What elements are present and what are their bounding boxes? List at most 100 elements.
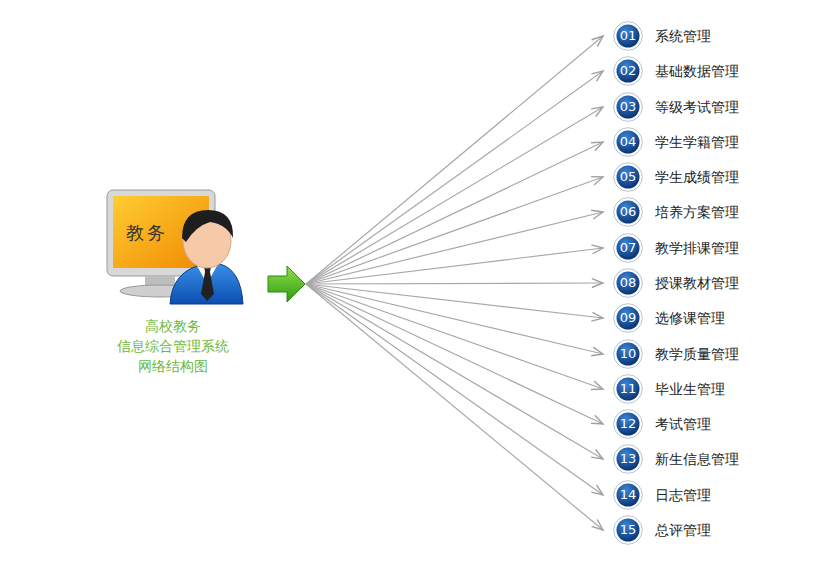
arrow-head (591, 71, 603, 81)
arrow-head (591, 312, 603, 321)
module-item: 03 等级考试管理 (613, 92, 743, 122)
callout-number: 15 (613, 515, 643, 545)
arrow-line (306, 71, 603, 284)
arrow-line (306, 36, 603, 284)
arrow-head (592, 279, 603, 288)
module-item: 11 毕业生管理 (613, 374, 729, 404)
arrow-line (306, 142, 603, 284)
module-item: 15总评管理 (613, 515, 715, 545)
callout-number: 01 (613, 21, 643, 51)
callout-text: 02 (613, 56, 643, 86)
callout-number: 04 (613, 127, 643, 157)
callout-number: 07 (613, 233, 643, 263)
fan-arrow (306, 284, 603, 495)
callout-number: 02 (613, 56, 643, 86)
arrow-line (306, 284, 603, 459)
module-label: 日志管理 (655, 480, 711, 510)
person-hair (182, 210, 233, 242)
callout-text: 06 (613, 197, 643, 227)
callout-number: 11 (613, 374, 643, 404)
module-item: 06 培养方案管理 (613, 197, 743, 227)
fan-arrow (306, 284, 603, 356)
arrow-head (591, 347, 603, 356)
callout-number: 05 (613, 162, 643, 192)
module-label: 基础数据管理 (655, 56, 739, 86)
green-arrow (268, 266, 305, 302)
fan-arrow (306, 36, 603, 284)
arrow-line (306, 177, 603, 284)
module-item: 10 教学质量管理 (613, 339, 743, 369)
arrow-line (306, 284, 603, 389)
arrow-head (591, 177, 603, 185)
fan-arrow (306, 210, 603, 284)
fan-arrow (306, 284, 603, 530)
module-label: 考试管理 (655, 409, 711, 439)
callout-text: 08 (613, 268, 643, 298)
module-label: 学生成绩管理 (655, 162, 739, 192)
system-figure: 教务高校教务 信息综合管理系统 网络结构图 (100, 186, 306, 381)
arrow-line (306, 284, 603, 495)
arrow-line (306, 248, 603, 284)
module-item: 04 学生学籍管理 (613, 127, 743, 157)
module-label: 培养方案管理 (655, 197, 739, 227)
module-item: 02 基础数据管理 (613, 56, 743, 86)
callout-number: 13 (613, 444, 643, 474)
arrow-head (591, 450, 603, 459)
callout-text: 14 (613, 480, 643, 510)
callout-number: 09 (613, 303, 643, 333)
callout-text: 12 (613, 409, 643, 439)
figure-caption: 高校教务 信息综合管理系统 网络结构图 (100, 316, 245, 376)
callout-text: 07 (613, 233, 643, 263)
fan-arrow (306, 177, 603, 284)
arrow-head (591, 485, 603, 495)
callout-text: 10 (613, 339, 643, 369)
arrow-head (591, 142, 603, 151)
person-tie (201, 266, 214, 301)
arrow-head (591, 245, 603, 254)
module-label: 教学排课管理 (655, 233, 739, 263)
module-item: 12 考试管理 (613, 409, 715, 439)
arrow-head (591, 381, 603, 389)
module-item: 13新生信息管理 (613, 444, 743, 474)
fan-arrow (306, 279, 603, 288)
module-item: 05 学生成绩管理 (613, 162, 743, 192)
arrow-head (592, 519, 603, 530)
arrow-head (591, 107, 603, 117)
callout-number: 10 (613, 339, 643, 369)
module-label: 学生学籍管理 (655, 127, 739, 157)
arrow-head (592, 36, 603, 47)
callout-text: 01 (613, 21, 643, 51)
arrow-head (591, 415, 603, 424)
fan-arrow (306, 71, 603, 284)
callout-text: 15 (613, 515, 643, 545)
module-label: 选修课管理 (655, 303, 725, 333)
callout-text: 11 (613, 374, 643, 404)
module-item: 09 选修课管理 (613, 303, 729, 333)
callout-text: 13 (613, 444, 643, 474)
arrow-line (306, 284, 603, 354)
arrow-line (306, 284, 603, 530)
callout-number: 14 (613, 480, 643, 510)
module-item: 08 授课教材管理 (613, 268, 743, 298)
arrow-line (306, 283, 603, 284)
module-item: 01系统管理 (613, 21, 715, 51)
fan-arrow (306, 142, 603, 284)
arrow-line (306, 284, 603, 424)
module-label: 毕业生管理 (655, 374, 725, 404)
module-label: 教学质量管理 (655, 339, 739, 369)
callout-text: 03 (613, 92, 643, 122)
arrow-head (591, 210, 603, 219)
fan-arrow (306, 107, 603, 284)
callout-number: 06 (613, 197, 643, 227)
fan-arrow (306, 245, 603, 284)
module-item: 07 教学排课管理 (613, 233, 743, 263)
callout-number: 03 (613, 92, 643, 122)
fan-arrow (306, 284, 603, 424)
arrow-line (306, 212, 603, 284)
module-label: 等级考试管理 (655, 92, 739, 122)
module-label: 授课教材管理 (655, 268, 739, 298)
person-body (170, 264, 243, 304)
callout-text: 09 (613, 303, 643, 333)
fan-arrow (306, 284, 603, 389)
callout-number: 08 (613, 268, 643, 298)
